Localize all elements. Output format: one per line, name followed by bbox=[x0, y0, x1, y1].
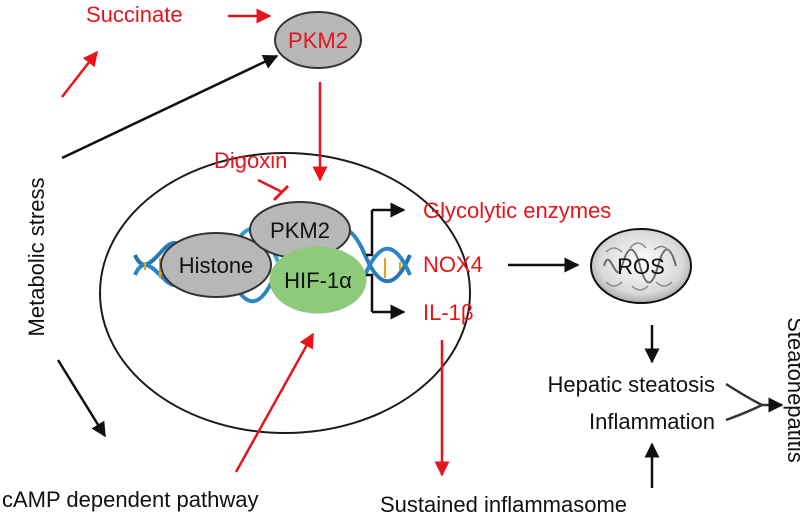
hif1a-label: HIF-1α bbox=[284, 268, 352, 293]
ros-label: ROS bbox=[617, 254, 665, 279]
nox4-label: NOX4 bbox=[423, 252, 483, 277]
histone-label: Histone bbox=[179, 253, 254, 278]
digoxin-inhibition-stem bbox=[257, 178, 283, 194]
target-gene-bracket-lower bbox=[366, 273, 374, 312]
sustained-inflammasome-label: Sustained inflammasome bbox=[380, 492, 627, 517]
il1b-label: IL-1β bbox=[423, 300, 474, 325]
glycolytic-enzymes-label: Glycolytic enzymes bbox=[423, 198, 611, 223]
target-gene-bracket bbox=[366, 210, 374, 257]
pkm2-top-node bbox=[274, 11, 362, 69]
hepatic-steatosis-label: Hepatic steatosis bbox=[547, 372, 715, 397]
digoxin-inhibition-bar bbox=[272, 184, 290, 202]
merge-to-steatohepatitis-arrow bbox=[725, 382, 782, 422]
camp-to-hif1a-arrow bbox=[234, 332, 315, 473]
hif1a-node bbox=[269, 246, 367, 314]
mitochondrion-icon bbox=[590, 228, 692, 304]
stress-to-succinate-arrow bbox=[61, 50, 98, 98]
pkm2-top-label: PKM2 bbox=[288, 28, 348, 53]
histone-node bbox=[160, 232, 272, 298]
digoxin-label: Digoxin bbox=[214, 148, 287, 173]
pkm2-complex-label: PKM2 bbox=[270, 218, 330, 243]
camp-pathway-label: cAMP dependent pathway bbox=[2, 487, 258, 512]
cell-membrane bbox=[99, 152, 471, 434]
inflammation-label: Inflammation bbox=[589, 409, 715, 434]
steatohepatitis-label: Steatohepatitis bbox=[783, 317, 800, 463]
metabolic-stress-label: Metabolic stress bbox=[24, 178, 49, 337]
stress-to-camp-arrow bbox=[56, 359, 107, 438]
stress-to-pkm2-arrow bbox=[61, 54, 279, 160]
succinate-label: Succinate bbox=[86, 2, 183, 27]
